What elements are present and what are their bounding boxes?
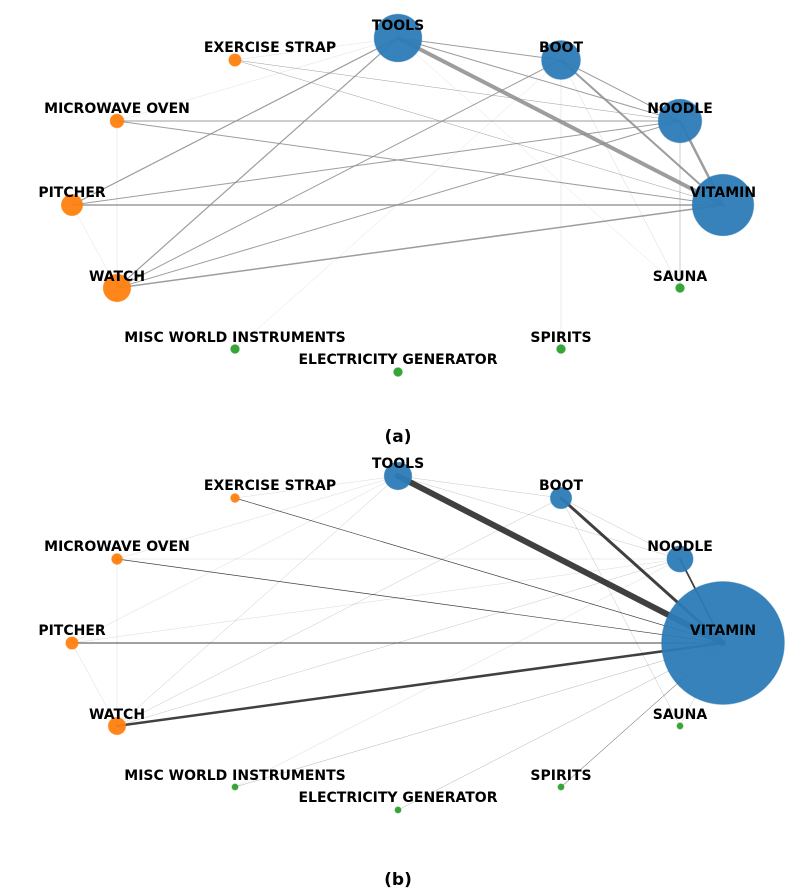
label-a-boot: BOOT	[539, 40, 583, 56]
node-a-tools	[373, 13, 423, 63]
edge-b-exercise_strap-vitamin	[234, 497, 724, 644]
label-a-noodle: NOODLE	[647, 101, 713, 117]
node-b-misc_world_instruments	[231, 783, 239, 791]
node-a-watch	[102, 273, 132, 303]
label-a-sauna: SAUNA	[653, 269, 708, 285]
edge-b-tools-boot	[397, 475, 562, 499]
label-a-vitamin: VITAMIN	[690, 185, 756, 201]
edge-a-vitamin-microwave_oven	[116, 120, 724, 206]
node-b-electricity_generator	[394, 806, 402, 814]
node-b-vitamin	[661, 581, 785, 705]
node-b-noodle	[666, 545, 694, 573]
node-a-microwave_oven	[109, 113, 125, 129]
label-b-microwave_oven: MICROWAVE OVEN	[44, 539, 190, 555]
label-a-electricity_generator: ELECTRICITY GENERATOR	[298, 352, 497, 368]
node-a-vitamin	[691, 173, 755, 237]
edge-b-watch-pitcher	[71, 642, 118, 727]
label-a-microwave_oven: MICROWAVE OVEN	[44, 101, 190, 117]
panel-b-labels: TOOLS BOOT NOODLE VITAMIN SAUNA SPIRITS ELECTR…	[38, 456, 756, 806]
edge-a-tools-exercise_strap	[234, 37, 399, 61]
node-b-exercise_strap	[230, 493, 240, 503]
edge-b-noodle-pitcher	[71, 558, 681, 644]
panel-a-labels: TOOLS BOOT NOODLE VITAMIN SAUNA SPIRITS ELECTR…	[38, 18, 756, 368]
label-b-exercise_strap: EXERCISE STRAP	[204, 478, 336, 494]
edge-a-noodle-exercise_strap	[234, 59, 681, 122]
panel-a-nodes	[60, 13, 755, 377]
panel-b-caption: (b)	[384, 870, 412, 890]
panel-b-edges	[71, 473, 726, 811]
node-b-pitcher	[65, 636, 79, 650]
label-b-vitamin: VITAMIN	[690, 623, 756, 639]
label-a-exercise_strap: EXERCISE STRAP	[204, 40, 336, 56]
edge-a-watch-pitcher	[71, 204, 118, 289]
node-b-sauna	[676, 722, 684, 730]
node-a-pitcher	[60, 193, 84, 217]
edge-b-tools-noodle	[397, 475, 681, 560]
node-a-spirits	[556, 344, 566, 354]
edge-b-tools-watch	[116, 475, 399, 727]
edge-a-noodle-pitcher	[71, 120, 681, 206]
node-b-watch	[107, 716, 127, 736]
edge-a-boot-sauna	[560, 59, 681, 289]
edge-a-tools-microwave_oven	[116, 37, 399, 122]
label-a-spirits: SPIRITS	[530, 330, 591, 346]
label-a-misc_world_instruments: MISC WORLD INSTRUMENTS	[124, 330, 345, 346]
edge-b-noodle-watch	[116, 558, 681, 727]
panel-b-nodes	[65, 461, 785, 814]
label-b-boot: BOOT	[539, 478, 583, 494]
label-b-misc_world_instruments: MISC WORLD INSTRUMENTS	[124, 768, 345, 784]
label-a-pitcher: PITCHER	[38, 185, 106, 201]
node-a-electricity_generator	[393, 367, 403, 377]
edge-b-noodle-misc_world_instruments	[234, 558, 681, 788]
node-b-microwave_oven	[111, 553, 123, 565]
panel-a-caption: (a)	[384, 427, 411, 447]
edge-a-tools-noodle	[397, 37, 681, 122]
edge-a-tools-watch	[116, 37, 399, 289]
edge-b-boot-noodle	[560, 497, 681, 560]
edge-a-tools-boot	[397, 37, 562, 61]
panel-a-edges	[71, 36, 725, 350]
label-b-pitcher: PITCHER	[38, 623, 106, 639]
edge-a-boot-noodle	[560, 59, 681, 122]
node-a-misc_world_instruments	[230, 344, 240, 354]
edge-b-watch-vitamin	[115, 641, 725, 728]
node-b-boot	[549, 486, 573, 510]
edge-b-tools-microwave_oven	[116, 475, 399, 560]
panel-b-network: TOOLS BOOT NOODLE VITAMIN SAUNA SPIRITS ELECTR…	[38, 456, 785, 890]
edge-b-boot-watch	[116, 497, 562, 727]
label-b-sauna: SAUNA	[653, 707, 708, 723]
label-b-spirits: SPIRITS	[530, 768, 591, 784]
edge-a-vitamin-exercise_strap	[234, 59, 724, 206]
node-b-tools	[383, 461, 413, 491]
node-a-noodle	[657, 98, 703, 144]
label-b-noodle: NOODLE	[647, 539, 713, 555]
node-a-boot	[541, 40, 581, 80]
edge-b-tools-exercise_strap	[234, 475, 399, 499]
node-a-exercise_strap	[228, 53, 242, 67]
edge-b-tools-pitcher	[71, 475, 399, 644]
edge-a-boot-watch	[116, 59, 562, 289]
edge-a-vitamin-watch	[116, 204, 724, 289]
panel-a-network: TOOLS BOOT NOODLE VITAMIN SAUNA SPIRITS ELECTR…	[38, 13, 756, 447]
label-b-electricity_generator: ELECTRICITY GENERATOR	[298, 790, 497, 806]
label-a-watch: WATCH	[89, 269, 145, 285]
label-b-watch: WATCH	[89, 707, 145, 723]
edge-b-boot-sauna	[560, 497, 681, 727]
label-b-tools: TOOLS	[372, 456, 424, 472]
node-a-sauna	[675, 283, 685, 293]
edge-b-misc_world_instruments-vitamin	[234, 642, 724, 788]
edge-b-microwave_oven-vitamin	[116, 558, 724, 644]
node-b-spirits	[557, 783, 565, 791]
label-a-tools: TOOLS	[372, 18, 424, 34]
